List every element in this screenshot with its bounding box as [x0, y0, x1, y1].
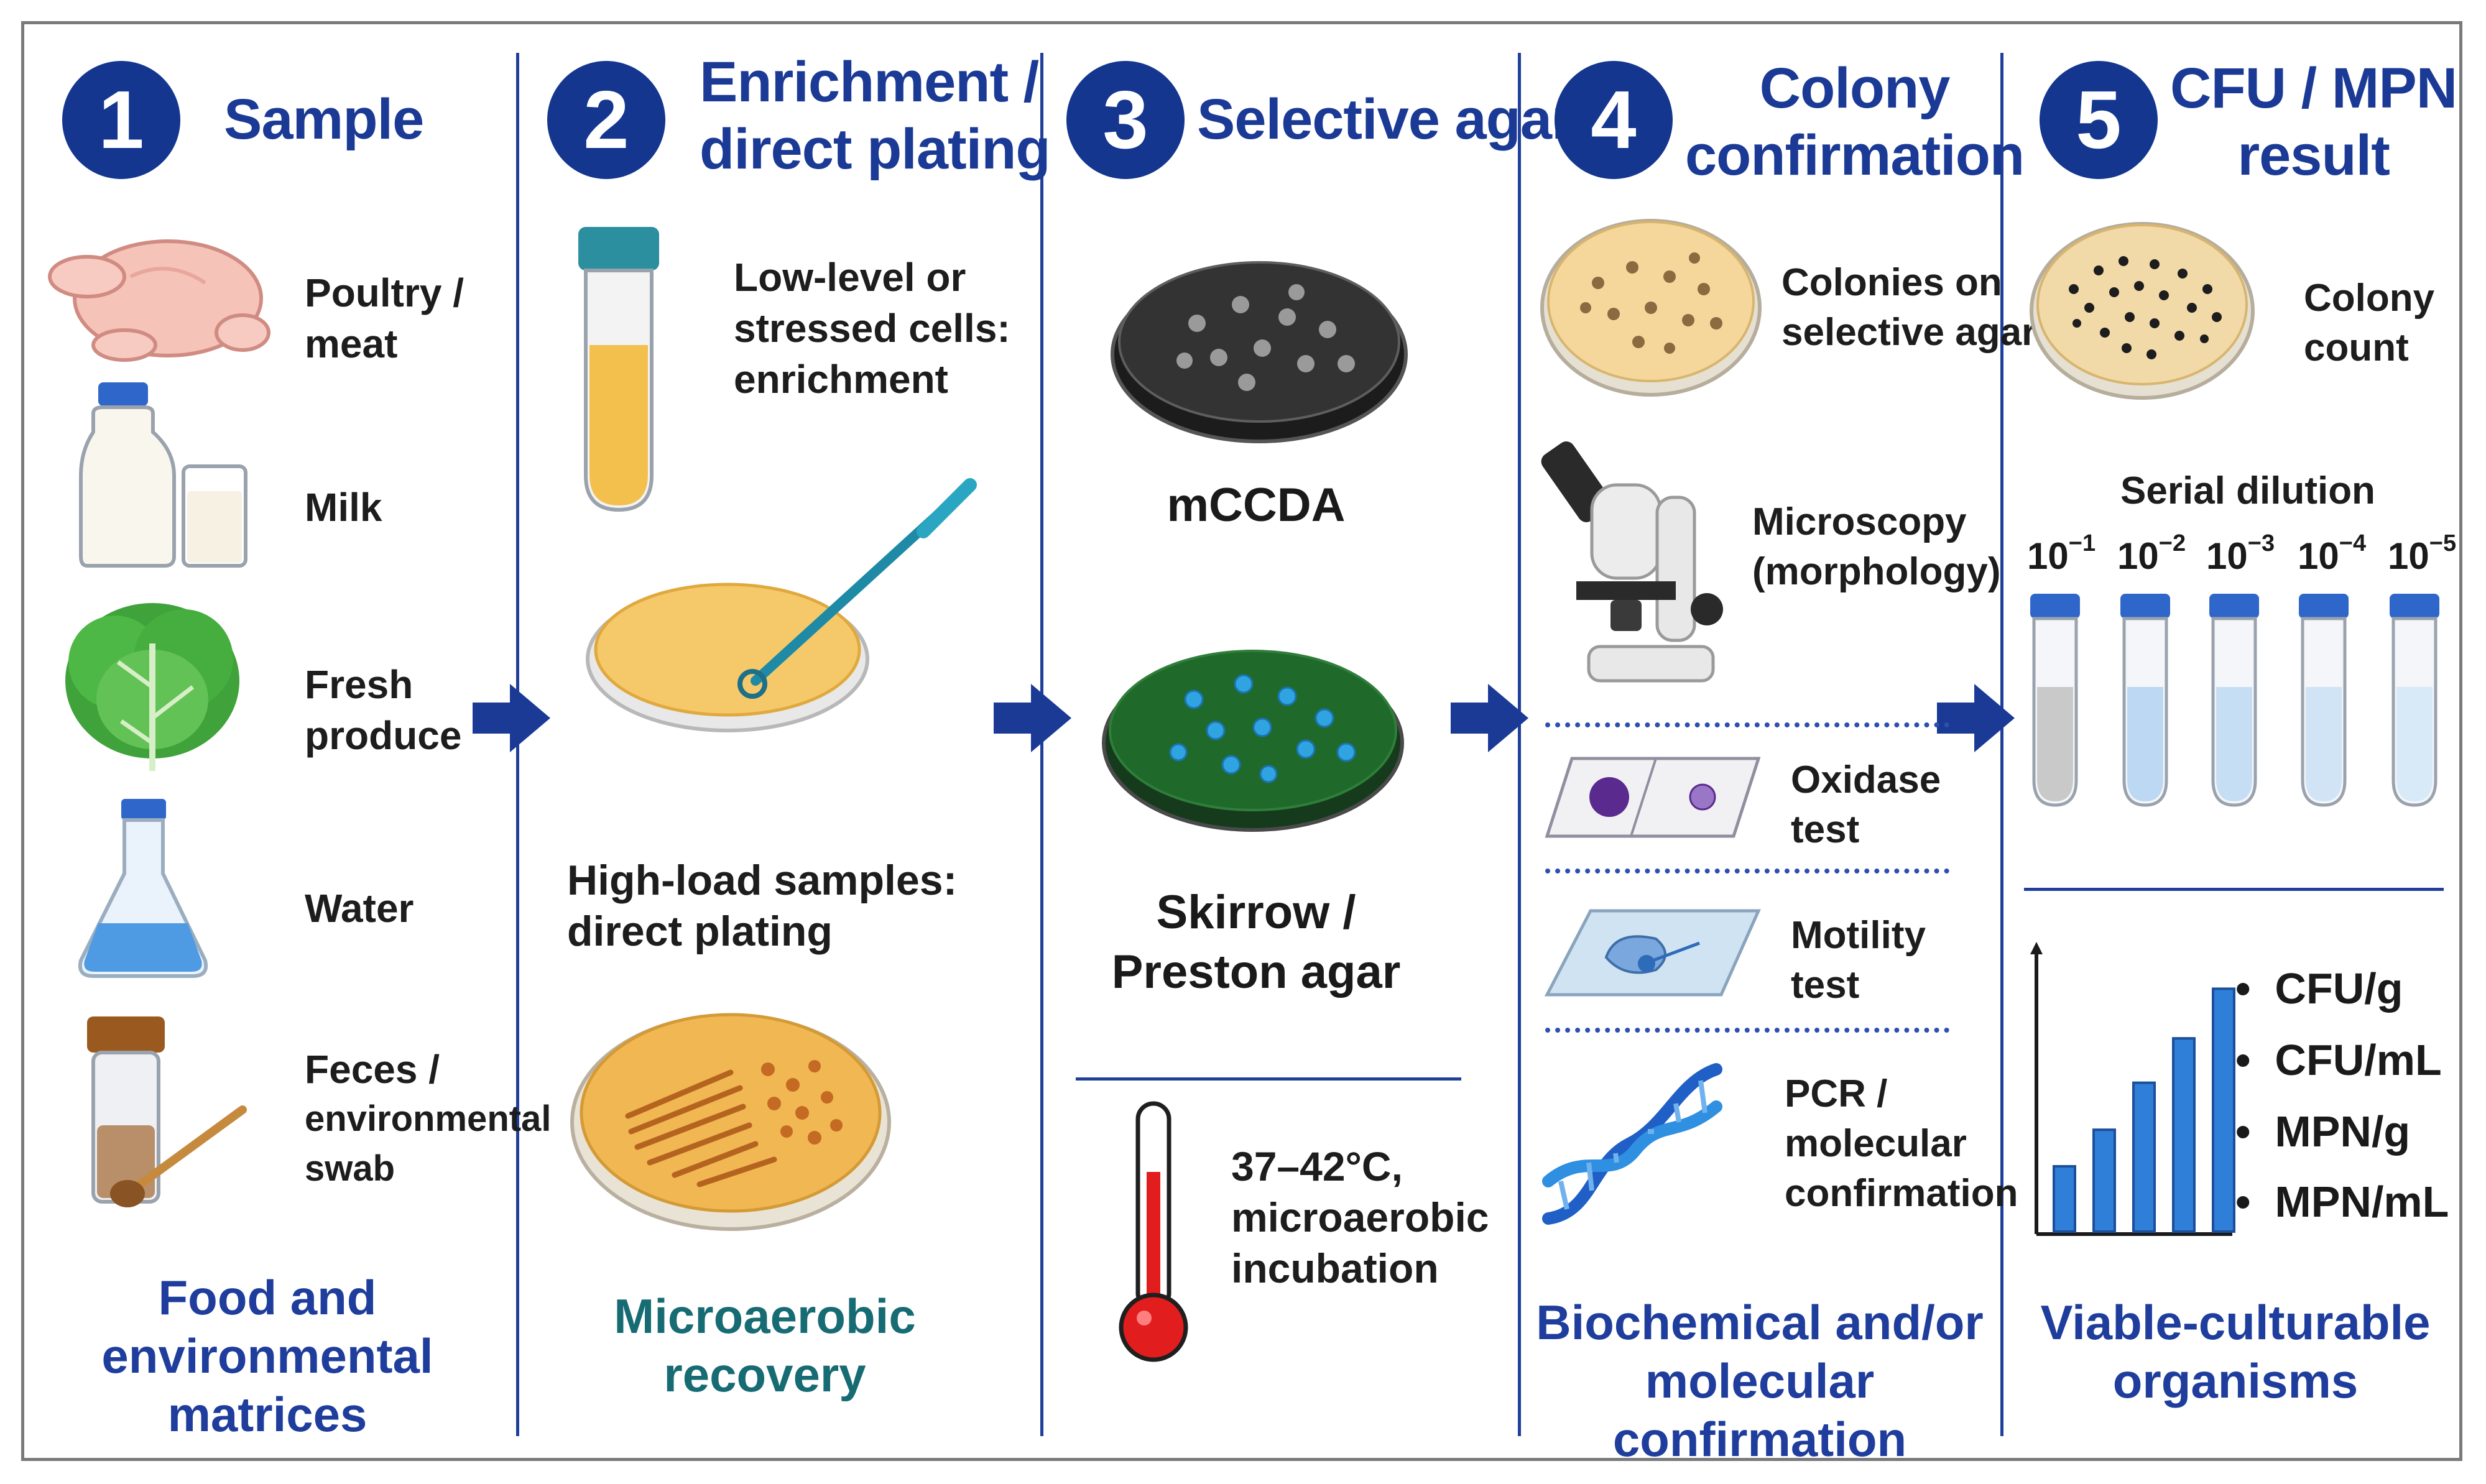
colony-plate-icon	[1540, 219, 1762, 397]
section-divider	[1545, 1028, 1949, 1033]
pcr-label: PCR / molecular confirmation	[1785, 1072, 2018, 1215]
result-bar-chart	[2030, 942, 2235, 1236]
column-divider	[1518, 53, 1521, 1436]
step-1-title: Sample	[224, 88, 424, 151]
arrow-right-icon	[1937, 684, 2015, 752]
step-1-badge: 1	[62, 61, 180, 179]
step-4-title: Colony confirmation	[1685, 57, 2025, 187]
dilution-tube-icon	[2120, 594, 2170, 807]
step-3-badge: 3	[1066, 61, 1185, 179]
thermometer-icon	[1119, 1101, 1188, 1362]
step-3-title: Selective agar	[1197, 88, 1574, 151]
serial-dilution-label: Serial dilution	[2120, 469, 2375, 512]
step-4-badge: 4	[1555, 61, 1673, 179]
col2-footer: Microaerobic recovery	[614, 1289, 916, 1402]
section-divider	[2024, 888, 2444, 891]
chart-bar	[2172, 1037, 2196, 1233]
motility-slide-icon	[1544, 909, 1761, 997]
unit-bullet: • MPN/g	[2235, 1107, 2411, 1156]
step-2-badge: 2	[547, 61, 665, 179]
chicken-icon	[48, 239, 270, 362]
direct-plating-label: High-load samples: direct plating	[567, 857, 958, 955]
sample-water-label: Water	[305, 886, 414, 931]
streaked-plate-icon	[570, 1013, 891, 1231]
enrichment-label: Low-level or stressed cells: enrichment	[734, 255, 1010, 402]
dilution-label: 10−4	[2298, 530, 2367, 577]
col5-footer: Viable-culturable organisms	[2040, 1295, 2431, 1408]
step-5-title: CFU / MPN result	[2170, 57, 2457, 187]
mccda-plate-icon	[1111, 261, 1408, 443]
col4-footer: Biochemical and/or molecular confirmatio…	[1536, 1295, 1984, 1467]
dilution-label: 10−1	[2027, 530, 2096, 577]
enrichment-tube-icon	[578, 227, 659, 512]
arrow-right-icon	[994, 684, 1071, 752]
step-2-title: Enrichment / direct plating	[700, 50, 1051, 181]
chart-bar	[2092, 1128, 2116, 1233]
oxidase-label: Oxidase test	[1791, 758, 1941, 851]
dilution-label: 10−5	[2388, 530, 2457, 577]
dilution-tube-icon	[2209, 594, 2259, 807]
chart-bar	[2053, 1165, 2076, 1233]
motility-label: Motility test	[1791, 914, 1926, 1007]
microscope-icon	[1541, 441, 1723, 683]
microscopy-label: Microscopy (morphology)	[1752, 500, 2001, 593]
incubation-label: 37–42°C, microaerobic incubation	[1231, 1143, 1489, 1291]
column-divider	[2000, 53, 2003, 1436]
section-divider	[1545, 869, 1949, 873]
unit-bullet: • CFU/g	[2235, 964, 2403, 1013]
arrow-right-icon	[1451, 684, 1528, 752]
section-divider	[1545, 722, 1949, 727]
agar-plate-loop-icon	[586, 478, 977, 732]
col1-footer: Food and environmental matrices	[101, 1270, 433, 1442]
sample-feces-label: Feces / environmental swab	[305, 1047, 552, 1189]
column-divider	[1040, 53, 1043, 1436]
unit-bullet: • MPN/mL	[2235, 1178, 2449, 1226]
agar-skirrow-label: Skirrow / Preston agar	[1111, 886, 1401, 998]
dilution-tube-icon	[2299, 594, 2349, 807]
sample-poultry-label: Poultry /meat	[305, 270, 464, 366]
colonies-label: Colonies on selective agar	[1781, 261, 2037, 354]
dilution-tube-icon	[2030, 594, 2080, 807]
unit-bullet: • CFU/mL	[2235, 1036, 2442, 1084]
lettuce-icon	[65, 603, 239, 771]
skirrow-plate-icon	[1102, 650, 1404, 832]
chart-bar	[2212, 987, 2235, 1233]
flask-icon	[78, 799, 208, 978]
dilution-label: 10−2	[2117, 530, 2186, 577]
agar-mccda-label: mCCDA	[1167, 479, 1346, 532]
swab-tube-icon	[87, 1016, 247, 1207]
dilution-tube-icon	[2390, 594, 2439, 807]
section-divider	[1076, 1077, 1461, 1081]
colony-count-label: Colony count	[2304, 277, 2435, 369]
milk-icon	[79, 382, 247, 568]
oxidase-slide-icon	[1545, 757, 1761, 838]
sample-milk-label: Milk	[305, 485, 382, 530]
dilution-label: 10−3	[2206, 530, 2275, 577]
dna-helix-icon	[1542, 1063, 1722, 1225]
arrow-right-icon	[473, 684, 550, 752]
chart-bar	[2132, 1081, 2156, 1233]
step-5-badge: 5	[2040, 61, 2158, 179]
count-plate-icon	[2030, 222, 2255, 400]
